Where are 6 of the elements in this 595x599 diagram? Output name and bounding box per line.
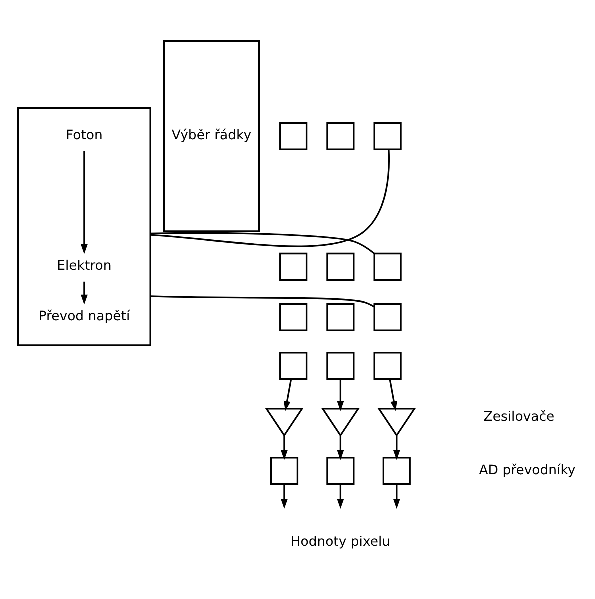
node-text: Převod napětí bbox=[38, 310, 130, 325]
label: AD převodníky bbox=[479, 463, 576, 478]
node-text: Elektron bbox=[57, 259, 112, 274]
label: Hodnoty pixelu bbox=[290, 534, 391, 550]
node-text: Foton bbox=[66, 128, 103, 144]
label: Zesilovače bbox=[484, 410, 555, 425]
